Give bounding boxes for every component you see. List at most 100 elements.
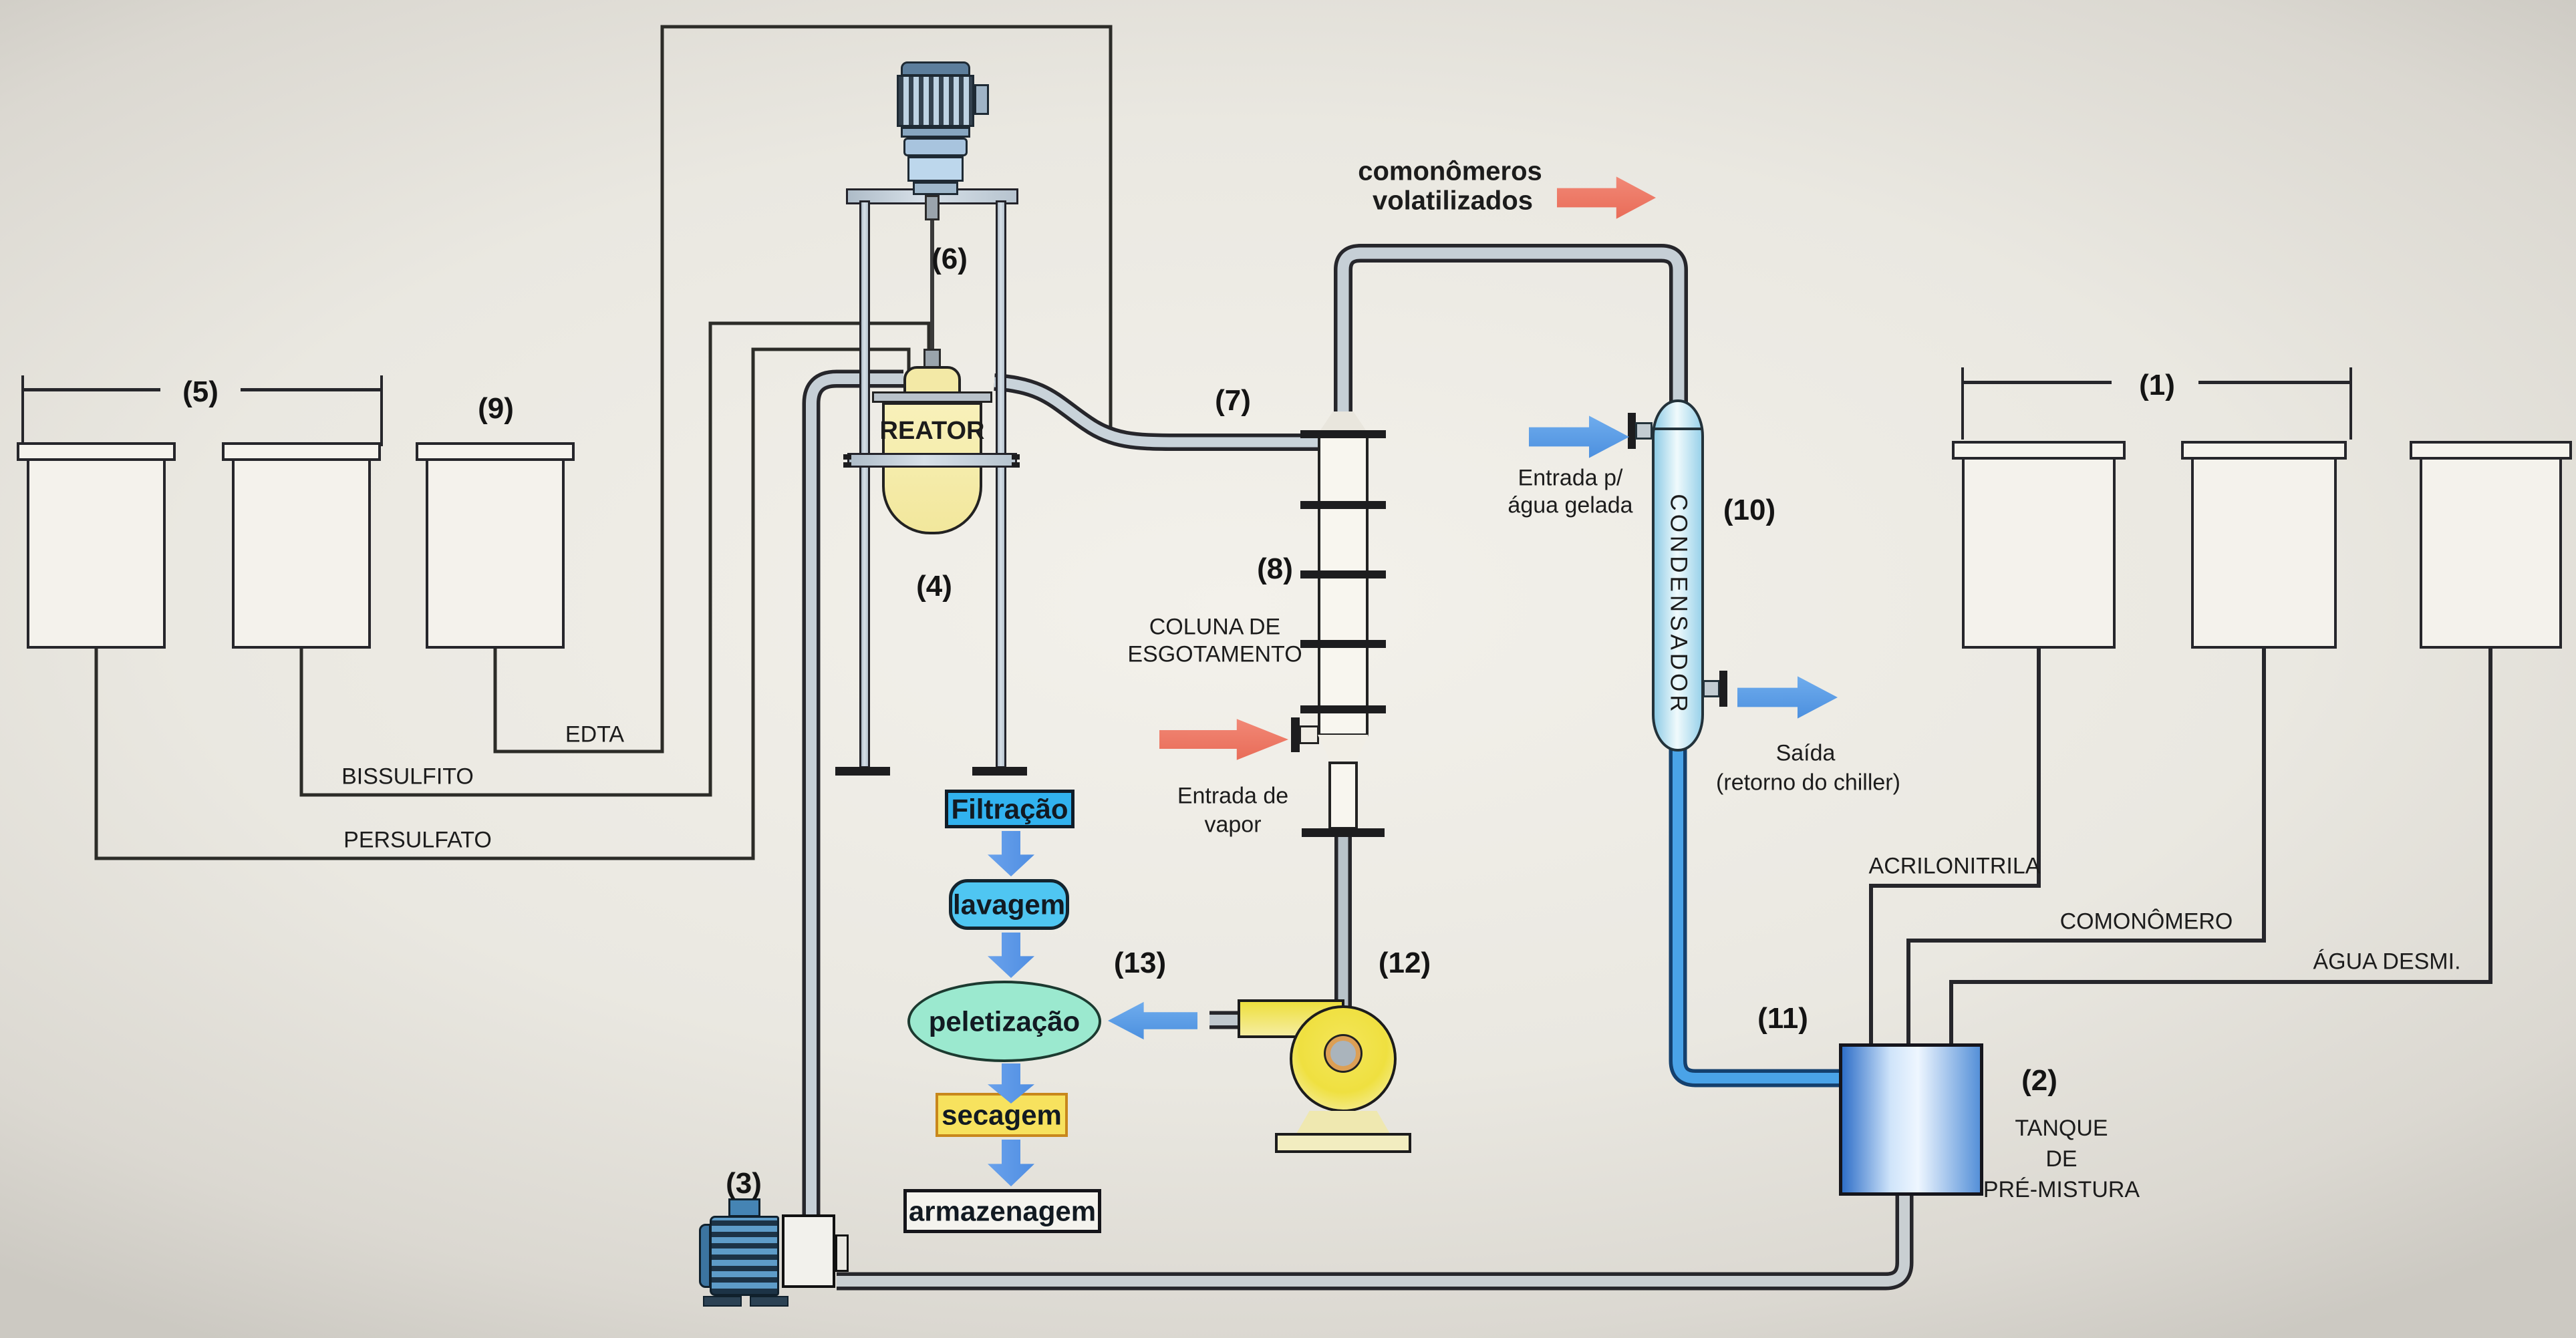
- pump3-outlet-stub: [835, 1234, 849, 1272]
- chilled-water-out-label-1: Saída: [1775, 740, 1836, 766]
- column-flange-1: [1300, 430, 1386, 438]
- bissulfito-line: [299, 321, 931, 797]
- condenser-label: CONDENSADOR: [1665, 494, 1692, 715]
- comonomero-tank: [2191, 460, 2337, 649]
- pump12-hub: [1326, 1036, 1361, 1071]
- premix-riser-pipe: [806, 373, 903, 1221]
- agitator-motor-ribs: [897, 75, 974, 127]
- crossbar-bolt-l2: [843, 462, 851, 468]
- label-8-column: (8): [1257, 552, 1293, 586]
- condenser-body: [1652, 399, 1704, 751]
- volatilized-label-2: volatilizados: [1372, 186, 1534, 216]
- flowchart-filtracao-label: Filtração: [951, 793, 1068, 825]
- crossbar-bolt-r2: [1012, 462, 1020, 468]
- edta-line: [493, 25, 1113, 754]
- label-6-agitator: (6): [932, 242, 968, 276]
- label-9-edta-tank: (9): [478, 392, 514, 426]
- flowchart-lavagem-box: [949, 879, 1069, 930]
- crossbar-bolt-r1: [1012, 454, 1020, 460]
- premix-label: TANQUE DE PRÉ-MISTURA: [1983, 1116, 2140, 1202]
- bracket-5-tick-r: [380, 375, 383, 446]
- bracket-1-right: [2198, 381, 2352, 384]
- label-4-reactor: (4): [916, 570, 952, 603]
- column-body: [1318, 433, 1369, 736]
- column-flange-5: [1300, 705, 1386, 713]
- label-1-feed-tanks: (1): [2139, 369, 2175, 402]
- column-flange-4: [1300, 640, 1386, 648]
- chilled-water-in-label-2: água gelada: [1508, 492, 1633, 518]
- flowchart-filtracao-box: [945, 790, 1075, 828]
- reactor-frame-crossbar: [847, 453, 1017, 468]
- label-12-pump: (12): [1378, 947, 1431, 980]
- flowchart-armazenagem-box: [903, 1189, 1101, 1233]
- premix-tank: [1839, 1043, 1983, 1196]
- flowchart-secagem-label: secagem: [942, 1099, 1062, 1131]
- agua-desmi-label: ÁGUA DESMI.: [2313, 949, 2461, 975]
- bracket-1-tick-r: [2349, 367, 2352, 440]
- comonomero-line: [1906, 649, 2266, 1046]
- agua-desmi-tank-lid: [2410, 441, 2572, 460]
- agitator-shaft: [930, 220, 934, 349]
- agitator-gear-top: [903, 138, 968, 156]
- label-3-pump: (3): [726, 1167, 762, 1200]
- comonomero-tank-lid: [2181, 441, 2347, 460]
- edta-tank: [426, 461, 565, 649]
- reactor-vessel: [882, 402, 982, 534]
- bracket-1-left: [1961, 381, 2112, 384]
- persulfato-tank: [27, 461, 166, 649]
- agua-desmi-line: [1949, 649, 2492, 1046]
- bracket-5-right: [241, 388, 383, 391]
- pump3-foot-right: [750, 1296, 789, 1307]
- label-2-premix: (2): [2021, 1064, 2057, 1098]
- acrilonitrila-label: ACRILONITRILA: [1868, 853, 2041, 879]
- label-5-initiator-tanks: (5): [182, 375, 219, 409]
- column-label: COLUNA DE ESGOTAMENTO: [1127, 614, 1302, 667]
- bissulfito-tank: [232, 461, 371, 649]
- agitator-adapter: [913, 182, 958, 195]
- column-bottom-flange: [1302, 828, 1385, 837]
- column-steam-nozzle: [1299, 725, 1319, 744]
- label-10-condenser: (10): [1723, 494, 1776, 527]
- persulfato-tank-lid: [17, 442, 176, 461]
- pump3-junction-box: [728, 1198, 760, 1217]
- pump12-pedestal: [1296, 1111, 1390, 1134]
- comonomero-label: COMONÔMERO: [2059, 908, 2233, 935]
- chilled-water-out-label-2: (retorno do chiller): [1716, 770, 1900, 796]
- agitator-gear-band: [901, 127, 970, 138]
- reactor-lid-plate: [872, 391, 992, 403]
- acrilonitrila-tank-lid: [1952, 441, 2126, 460]
- volatilized-label-1: comonômeros: [1358, 156, 1542, 186]
- column-flange-2: [1300, 501, 1386, 509]
- steam-inlet-label-1: Entrada de: [1177, 783, 1289, 809]
- condenser-top-weld-line: [1653, 428, 1703, 430]
- pump3-head: [782, 1214, 835, 1288]
- crossbar-bolt-l1: [843, 454, 851, 460]
- pump3-motor: [710, 1216, 779, 1296]
- column-flange-3: [1300, 570, 1386, 578]
- pump12-base-plate: [1275, 1133, 1411, 1153]
- persulfato-line: [94, 347, 911, 860]
- flowchart-peletizacao-ellipse: [907, 981, 1101, 1062]
- condenser-outlet-flange: [1719, 671, 1727, 707]
- condenser-outlet-stub: [1703, 680, 1720, 697]
- label-11-condensate-line: (11): [1757, 1002, 1808, 1035]
- flowchart-armazenagem-label: armazenagem: [908, 1195, 1097, 1227]
- agua-desmi-tank: [2420, 460, 2562, 649]
- condenser-inlet-flange: [1628, 413, 1636, 449]
- reactor-label: REATOR: [879, 416, 985, 445]
- agitator-shaft-collar-top: [925, 195, 940, 220]
- reactor-frame-foot-right: [972, 767, 1027, 776]
- reactor-frame-leg-left: [859, 200, 870, 768]
- reactor-frame-leg-right: [996, 200, 1006, 768]
- bissulfito-label: BISSULFITO: [341, 764, 474, 790]
- pump3-foot-left: [703, 1296, 742, 1307]
- flowchart-peletizacao-label: peletização: [928, 1005, 1081, 1037]
- condensate-pipe: [1673, 747, 1842, 1083]
- bottom-transfer-pipe: [837, 1193, 1910, 1287]
- chilled-water-in-label-1: Entrada p/: [1518, 465, 1623, 491]
- edta-tank-lid: [416, 442, 575, 461]
- edta-label: EDTA: [565, 721, 625, 747]
- reactor-vapor-pipe: [994, 377, 1333, 448]
